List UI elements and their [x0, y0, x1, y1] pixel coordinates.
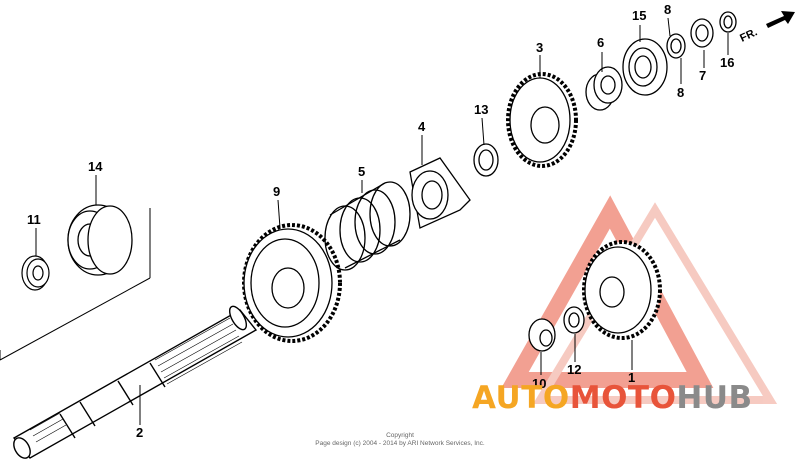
callout-10: 10: [532, 376, 546, 391]
direction-label: FR.: [738, 26, 759, 44]
callout-12: 12: [567, 362, 581, 377]
leader-lines: [35, 17, 729, 425]
front-direction-indicator: FR.: [738, 11, 795, 45]
copyright-line-2: Page design (c) 2004 - 2014 by ARI Netwo…: [315, 440, 485, 447]
part-4-shifter: [409, 157, 471, 229]
callout-3: 3: [536, 40, 543, 55]
copyright-line-1: Copyright: [386, 432, 414, 439]
brand-part-moto: MOTO: [569, 380, 677, 416]
callout-9: 9: [273, 184, 280, 199]
callout-6: 6: [597, 35, 604, 50]
callout-5: 5: [358, 164, 365, 179]
part-16-ring: [719, 11, 737, 33]
part-8-ring: [666, 33, 686, 59]
main-shaft: [12, 305, 258, 459]
part-5-spring: [324, 181, 411, 271]
part-7-ring: [690, 18, 714, 48]
part-11-sprocket: [21, 255, 50, 291]
callout-4: 4: [418, 119, 426, 134]
part-13-washer: [473, 143, 499, 177]
callout-16: 16: [720, 55, 734, 70]
callout-13: 13: [474, 102, 488, 117]
callout-11: 11: [27, 212, 41, 227]
callout-8b: 8: [677, 85, 684, 100]
part-3-gear: [506, 72, 578, 168]
group-bracket: [0, 208, 151, 361]
part-12-washer: [563, 306, 585, 334]
brand-part-auto: AUTO: [472, 380, 570, 416]
part-1-gear: [582, 240, 662, 340]
callout-1: 1: [628, 370, 635, 385]
part-14-bearing: [67, 204, 133, 276]
part-10-nut: [528, 318, 556, 352]
part-6-bushing: [585, 66, 623, 111]
brand-part-hub: HUB: [676, 380, 753, 416]
callout-2: 2: [136, 425, 143, 440]
callout-15: 15: [632, 8, 646, 23]
part-9-gear: [242, 223, 342, 343]
watermark-brand: AUTOMOTOHUB: [472, 380, 753, 416]
callout-14: 14: [88, 159, 103, 174]
callout-7: 7: [699, 68, 706, 83]
callout-8a: 8: [664, 2, 671, 17]
part-15-bearing: [622, 38, 668, 96]
arrow-icon: [766, 11, 795, 28]
